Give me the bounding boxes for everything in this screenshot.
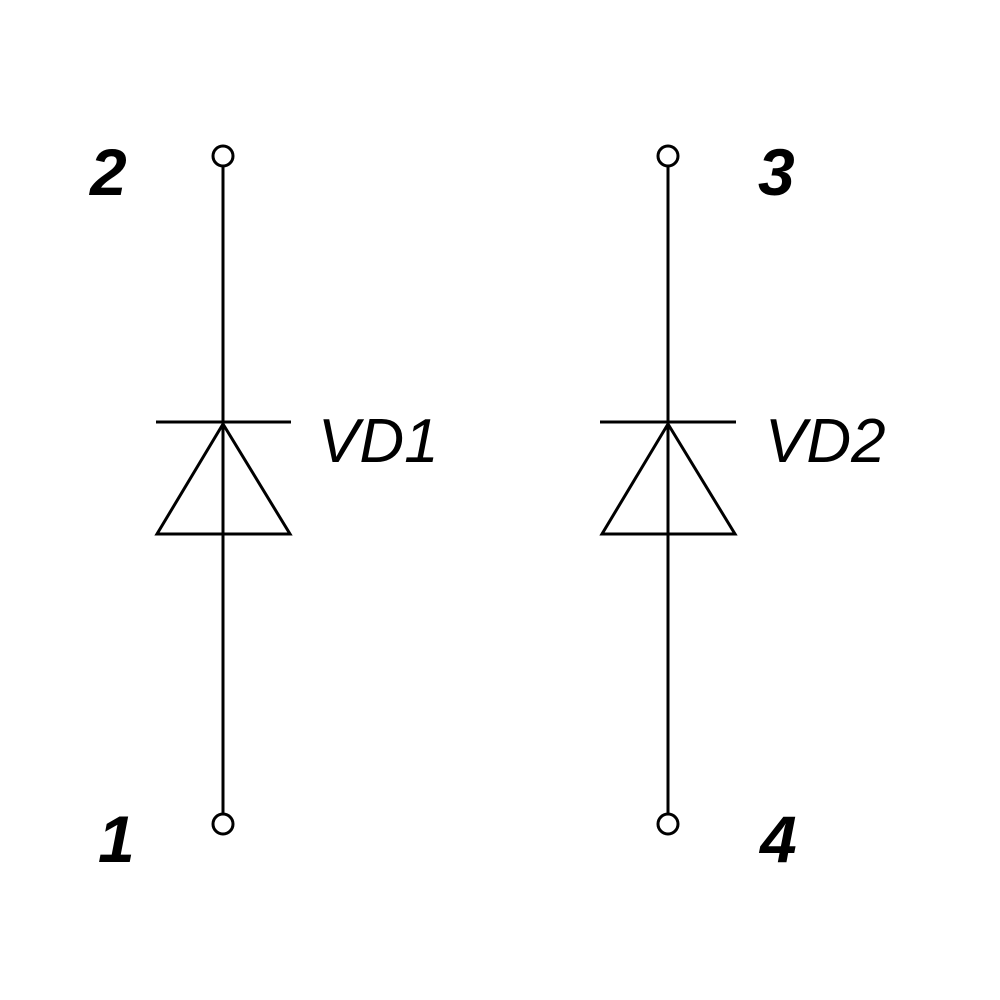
component-label-vd2: VD2	[765, 407, 886, 476]
terminal-pin-2[interactable]	[211, 144, 235, 168]
component-label-vd1: VD1	[318, 407, 439, 476]
terminal-pin-3[interactable]	[656, 144, 680, 168]
pin-label-1: 1	[98, 802, 135, 876]
pin-label-2: 2	[88, 135, 127, 209]
pin-label-3: 3	[758, 135, 795, 209]
terminal-pin-4[interactable]	[656, 812, 680, 836]
terminal-pin-1[interactable]	[211, 812, 235, 836]
pin-label-4: 4	[758, 802, 797, 876]
diode-vd2-branch	[599, 144, 738, 836]
diode-vd1-branch	[154, 144, 293, 836]
